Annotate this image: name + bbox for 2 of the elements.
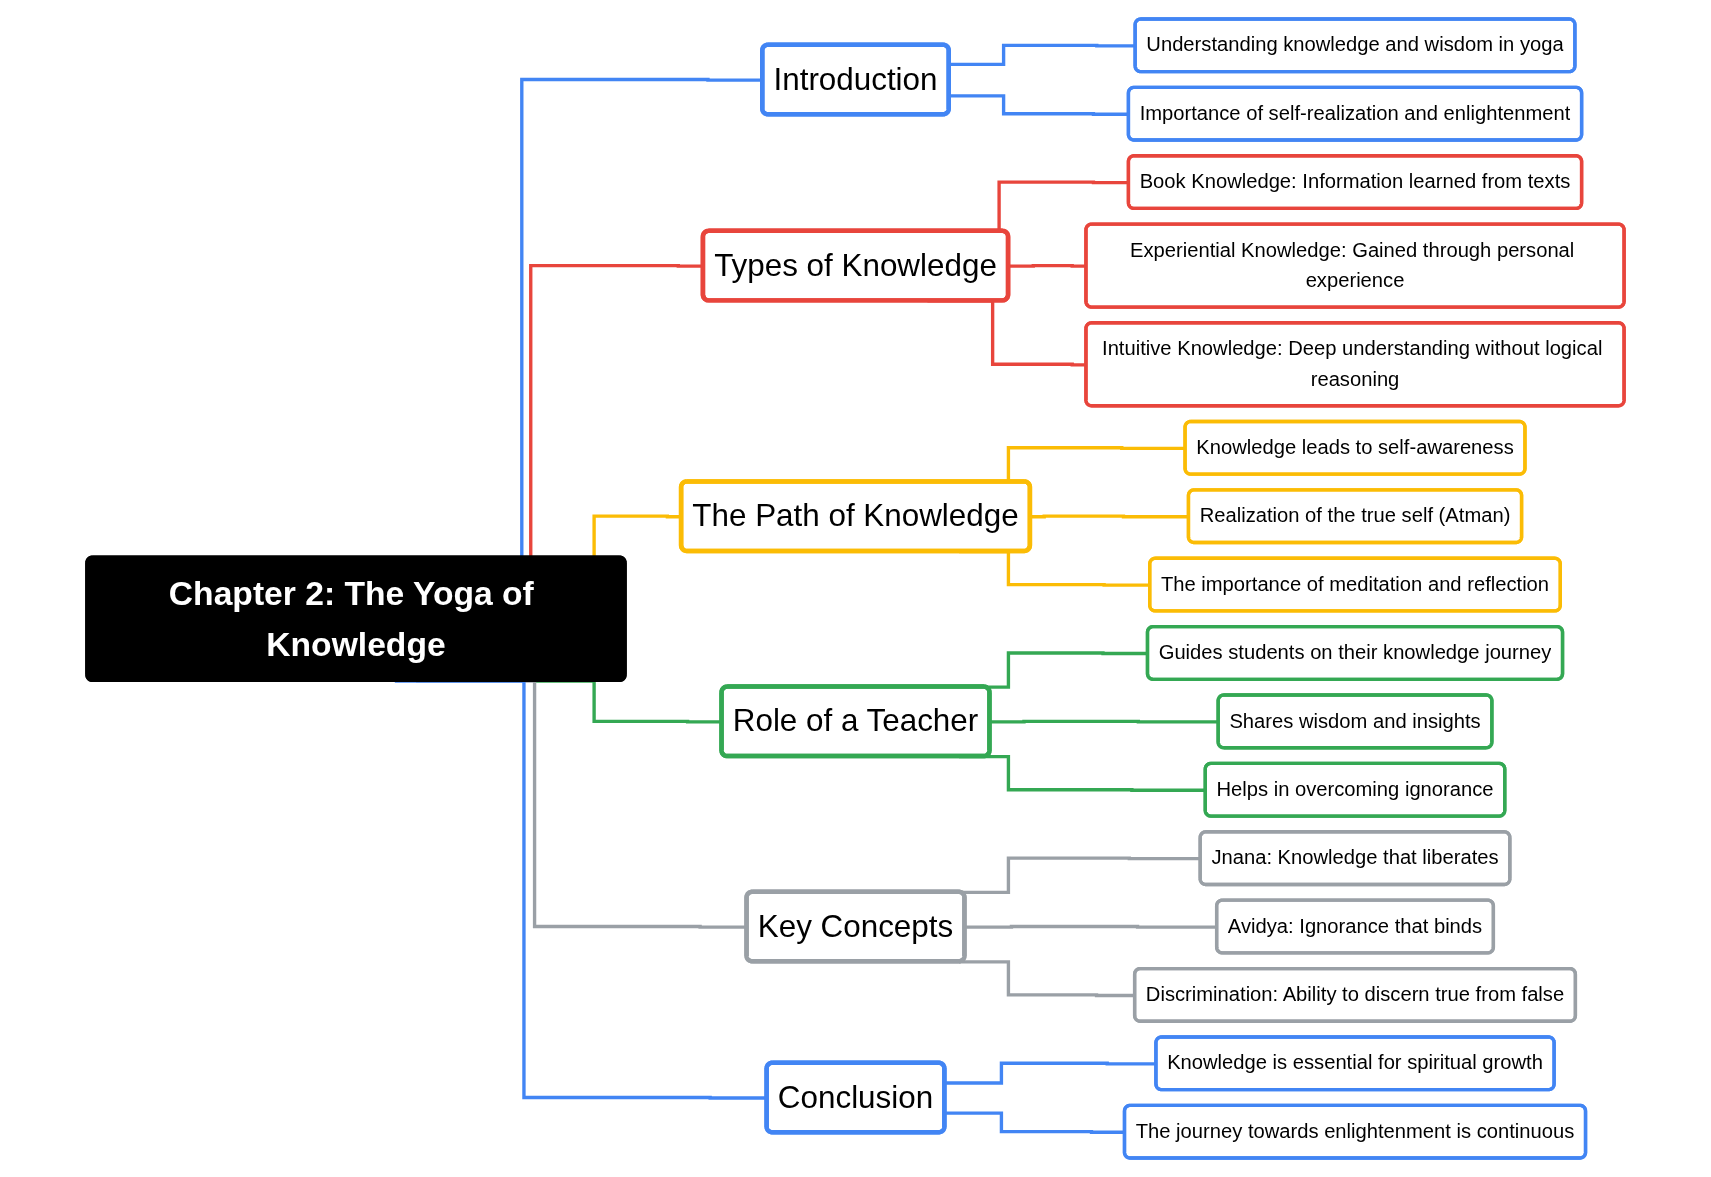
connector (1008, 263, 1087, 268)
connector (944, 1061, 1157, 1085)
